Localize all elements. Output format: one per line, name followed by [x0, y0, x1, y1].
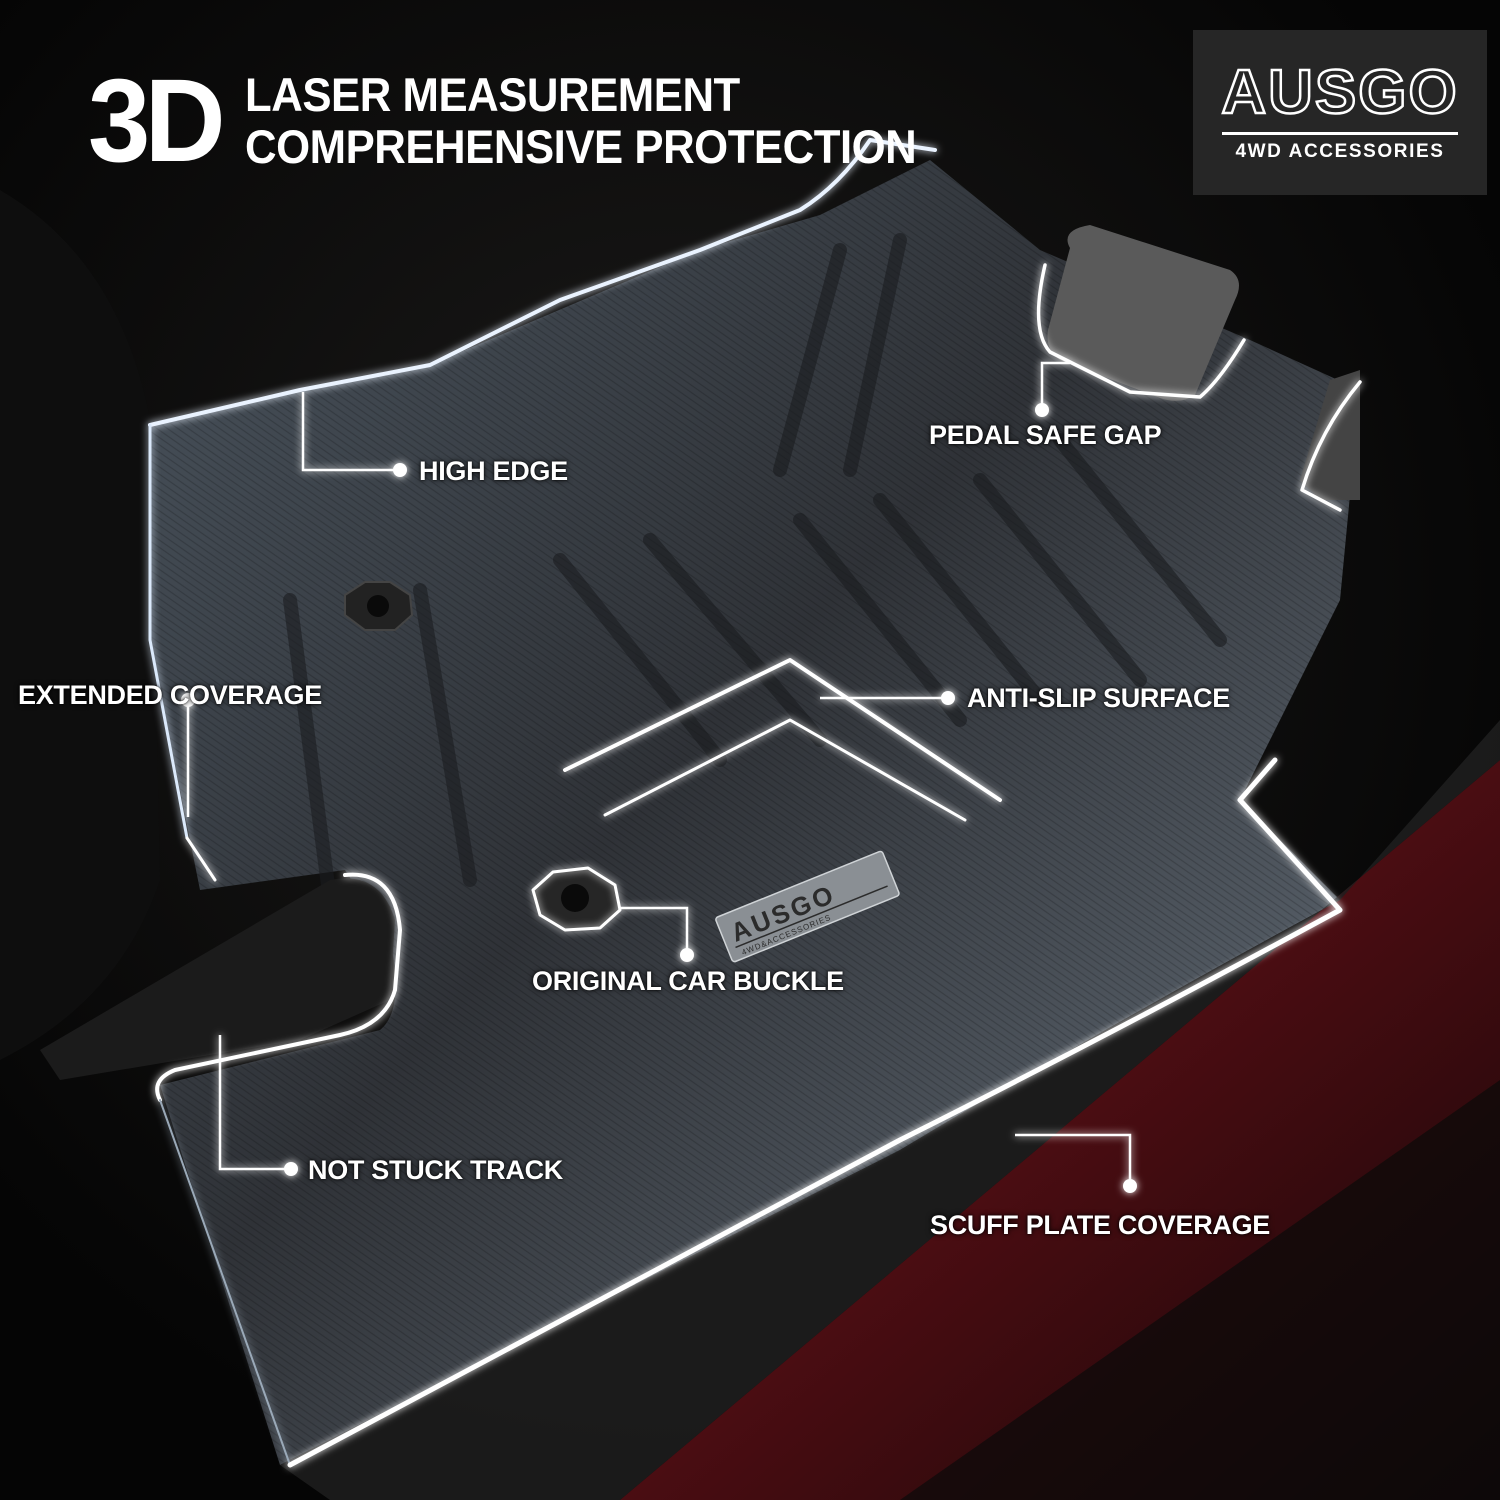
callout-pedal-safe-gap: PEDAL SAFE GAP	[929, 420, 1162, 450]
mat-outline-glow	[148, 138, 1362, 1468]
logo-divider	[1222, 132, 1458, 135]
callout-anti-slip-surface: ANTI-SLIP SURFACE	[967, 683, 1230, 713]
callout-leaders	[186, 361, 1132, 1185]
seat-shape	[0, 190, 160, 1060]
brake-pedal	[1047, 225, 1239, 401]
headline-line-2: COMPREHENSIVE PROTECTION	[244, 120, 917, 173]
brand-logo: AUSGO 4WD ACCESSORIES	[1193, 30, 1487, 195]
callout-original-car-buckle: ORIGINAL CAR BUCKLE	[532, 966, 844, 996]
logo-brand: AUSGO	[1220, 58, 1459, 127]
headline-line-1: LASER MEASUREMENT	[244, 68, 740, 121]
seat-rail	[40, 878, 395, 1080]
callout-high-edge: HIGH EDGE	[419, 456, 568, 486]
headline-text: LASER MEASUREMENT COMPREHENSIVE PROTECTI…	[244, 68, 917, 173]
logo-tagline: 4WD ACCESSORIES	[1235, 141, 1445, 162]
callout-scuff-plate-coverage: SCUFF PLATE COVERAGE	[930, 1210, 1271, 1240]
headline-3d: 3D	[88, 55, 226, 187]
headline: 3D LASER MEASUREMENT COMPREHENSIVE PROTE…	[88, 62, 967, 180]
callout-dots	[181, 403, 1137, 1193]
callout-extended-coverage: EXTENDED COVERAGE	[18, 680, 322, 710]
callout-not-stuck-track: NOT STUCK TRACK	[308, 1155, 563, 1185]
